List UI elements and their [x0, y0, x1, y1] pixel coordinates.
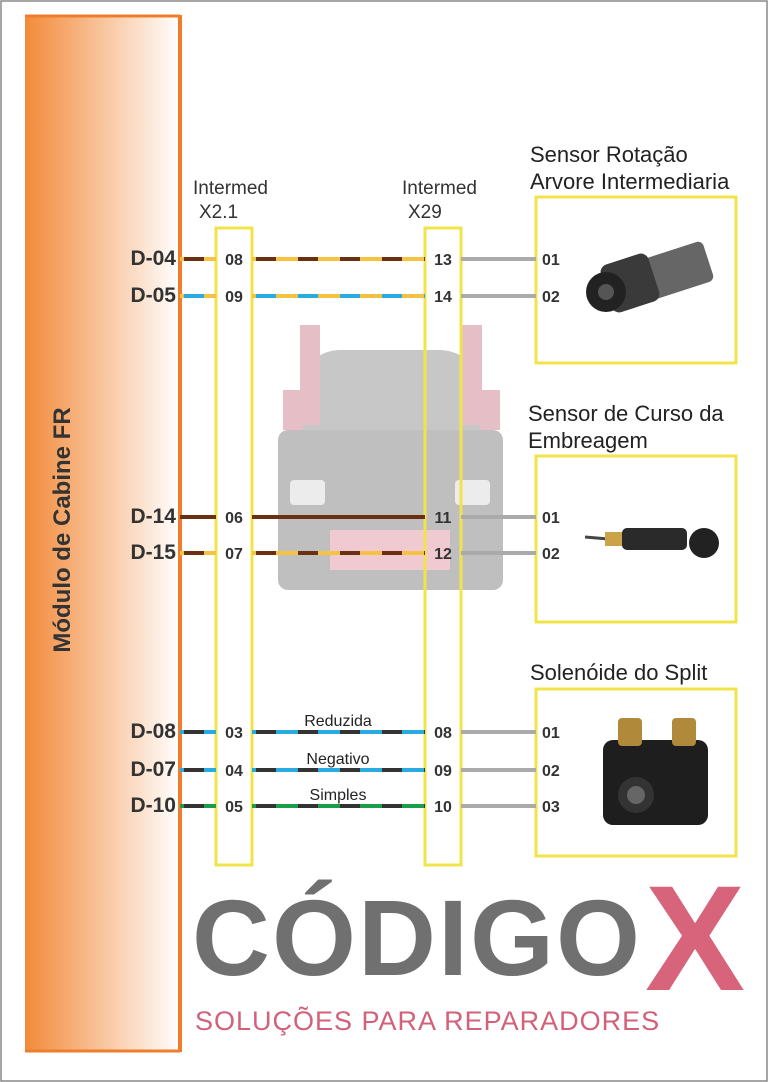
- wire-function-label: Negativo: [306, 751, 369, 768]
- wire-function-label: Simples: [310, 787, 367, 804]
- x21-id: X2.1: [199, 202, 238, 223]
- module-label: Módulo de Cabine FR: [49, 407, 76, 652]
- x21-pin: 09: [225, 289, 243, 306]
- sensor-2-subtitle: Embreagem: [528, 428, 648, 453]
- sensor-box-split: [534, 687, 738, 858]
- sensor-box-rotation: [534, 195, 738, 365]
- rotation-sensor-image: [586, 241, 714, 313]
- module-pin-label: D-15: [130, 541, 176, 564]
- sensor-1-subtitle: Arvore Intermediaria: [530, 169, 730, 194]
- sensor-box-clutch: [534, 454, 738, 624]
- wire-row: D-08 03 08 01 Reduzida: [130, 713, 559, 743]
- x21-title: Intermed: [193, 178, 268, 199]
- module-box: [25, 15, 180, 1052]
- x29-pin: 09: [434, 763, 452, 780]
- clutch-sensor-image: [584, 528, 719, 558]
- connector-x21: [214, 226, 254, 867]
- module-pin-label: D-08: [130, 720, 176, 743]
- sensor-1-title: Sensor Rotação: [530, 142, 688, 167]
- connector-x29: [423, 226, 463, 867]
- sensor-pin: 01: [542, 725, 560, 742]
- sensor-pin: 02: [542, 289, 560, 306]
- x29-pin: 12: [434, 546, 452, 563]
- wire-row: D-07 04 09 02 Negativo: [130, 751, 559, 781]
- x29-pin: 08: [434, 725, 452, 742]
- module-pin-label: D-07: [130, 758, 176, 781]
- x21-pin: 03: [225, 725, 243, 742]
- module-pin-label: D-14: [130, 505, 176, 528]
- x21-pin: 07: [225, 546, 243, 563]
- x29-pin: 10: [434, 799, 452, 816]
- wire-row: D-15 07 12 02: [130, 541, 559, 564]
- module-pin-label: D-10: [130, 794, 176, 817]
- x21-pin: 08: [225, 252, 243, 269]
- x21-pin: 06: [225, 510, 243, 527]
- x29-pin: 14: [434, 289, 452, 306]
- x29-pin: 13: [434, 252, 452, 269]
- wire-function-label: Reduzida: [304, 713, 372, 730]
- x21-pin: 04: [225, 763, 243, 780]
- sensor-pin: 02: [542, 763, 560, 780]
- brand-wordmark: CÓDIGO: [192, 877, 642, 998]
- truck-watermark: [278, 325, 503, 590]
- x29-title: Intermed: [402, 178, 477, 199]
- wire-row: D-10 05 10 03 Simples: [130, 787, 559, 817]
- x21-pin: 05: [225, 799, 243, 816]
- brand-tagline: SOLUÇÕES PARA REPARADORES: [195, 1005, 660, 1036]
- module-pin-label: D-04: [130, 247, 176, 270]
- split-solenoid-image: [603, 718, 708, 825]
- sensor-2-title: Sensor de Curso da: [528, 401, 724, 426]
- x29-pin: 11: [435, 510, 452, 527]
- sensor-3-title: Solenóide do Split: [530, 660, 707, 685]
- x29-id: X29: [408, 202, 442, 223]
- brand-watermark: CÓDIGO X SOLUÇÕES PARA REPARADORES: [192, 854, 745, 1036]
- sensor-pin: 03: [542, 799, 560, 816]
- module-pin-label: D-05: [130, 284, 176, 307]
- sensor-pin: 01: [542, 252, 560, 269]
- wire-row: D-04 08 13 01: [130, 247, 559, 270]
- brand-x-mark: X: [645, 854, 745, 1022]
- wire-row: D-14 06 11 01: [130, 505, 559, 528]
- sensor-pin: 01: [542, 510, 560, 527]
- sensor-pin: 02: [542, 546, 560, 563]
- wire-row: D-05 09 14 02: [130, 284, 559, 307]
